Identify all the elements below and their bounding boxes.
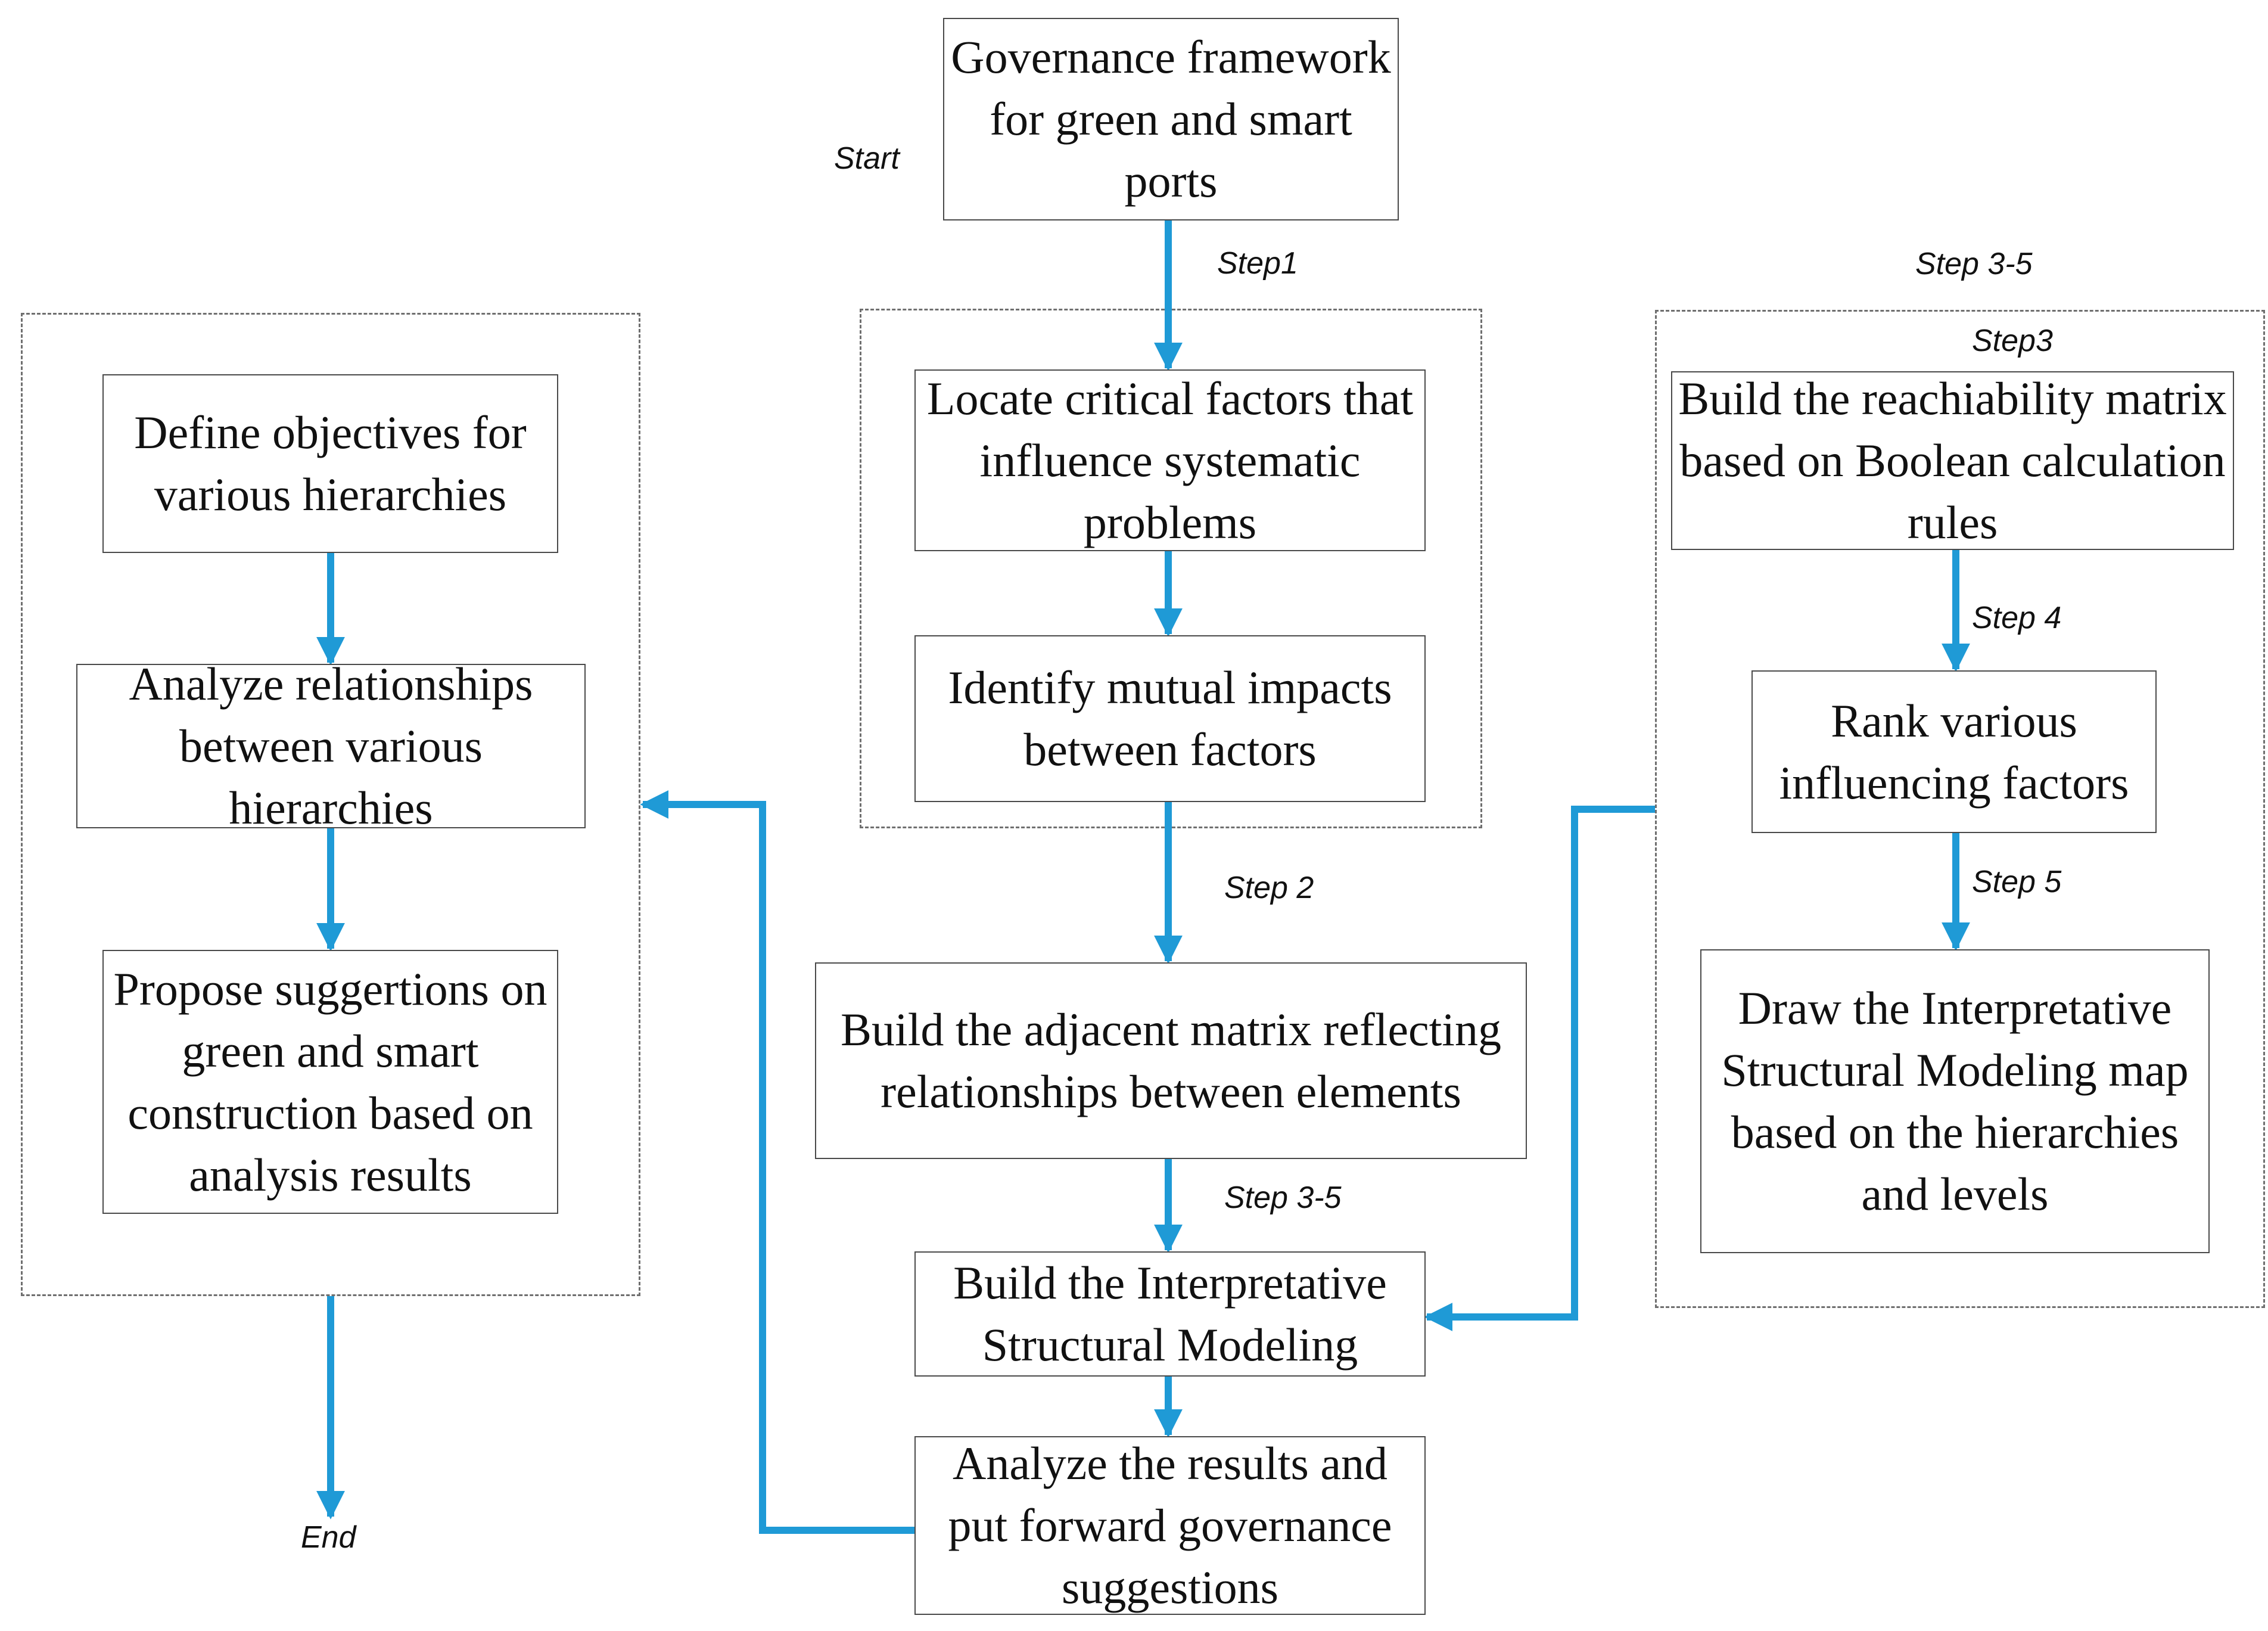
adjacent-matrix-box: Build the adjacent matrix reflecting rel… — [815, 962, 1527, 1159]
locate-factors-box: Locate critical factors that influence s… — [914, 369, 1426, 551]
start-label: Start — [834, 141, 900, 176]
adjacent-matrix-text: Build the adjacent matrix reflecting rel… — [841, 1004, 1501, 1117]
step2-label: Step 2 — [1224, 871, 1314, 905]
build-ism-text: Build the Interpretative Structural Mode… — [953, 1257, 1387, 1371]
governance-framework-box: Governance framework for green and smart… — [943, 18, 1399, 220]
step4-label: Step 4 — [1972, 601, 2062, 635]
arrow-right-group-to-ism — [1424, 806, 1655, 1331]
connector-lines — [316, 219, 1970, 1534]
reachability-matrix-text: Build the reachiability matrix based on … — [1678, 372, 2227, 548]
locate-factors-text: Locate critical factors that influence s… — [926, 372, 1414, 548]
step5-label: Step 5 — [1972, 865, 2062, 899]
draw-ism-map-box: Draw the Interpretative Structural Model… — [1700, 949, 2210, 1253]
step3-5-top-label: Step 3-5 — [1915, 247, 2033, 281]
arrow-results-to-left-group — [640, 790, 914, 1534]
step3-5-mid-label: Step 3-5 — [1224, 1180, 1342, 1215]
analyze-relationships-text: Analyze relationships between various hi… — [129, 658, 533, 834]
propose-suggestions-text: Propose suggertions on green and smart c… — [113, 962, 547, 1201]
identify-impacts-box: Identify mutual impacts between factors — [914, 635, 1426, 802]
analyze-results-text: Analyze the results and put forward gove… — [948, 1437, 1392, 1613]
end-label: End — [301, 1520, 356, 1555]
analyze-results-box: Analyze the results and put forward gove… — [914, 1436, 1426, 1615]
right-group-container — [1655, 310, 2265, 1308]
build-ism-box: Build the Interpretative Structural Mode… — [914, 1251, 1426, 1377]
rank-factors-text: Rank various influencing factors — [1779, 694, 2129, 809]
propose-suggestions-box: Propose suggertions on green and smart c… — [102, 950, 558, 1214]
identify-impacts-text: Identify mutual impacts between factors — [948, 661, 1392, 775]
step3-label: Step3 — [1972, 324, 2053, 358]
governance-framework-text: Governance framework for green and smart… — [951, 31, 1391, 207]
define-objectives-box: Define objectives for various hierarchie… — [102, 374, 558, 553]
step1-label: Step1 — [1217, 246, 1298, 281]
rank-factors-box: Rank various influencing factors — [1751, 670, 2157, 833]
left-group-container — [21, 313, 640, 1296]
analyze-relationships-box: Analyze relationships between various hi… — [76, 658, 586, 834]
reachability-matrix-box: Build the reachiability matrix based on … — [1671, 371, 2234, 550]
draw-ism-map-text: Draw the Interpretative Structural Model… — [1721, 982, 2189, 1220]
define-objectives-text: Define objectives for various hierarchie… — [134, 406, 527, 520]
